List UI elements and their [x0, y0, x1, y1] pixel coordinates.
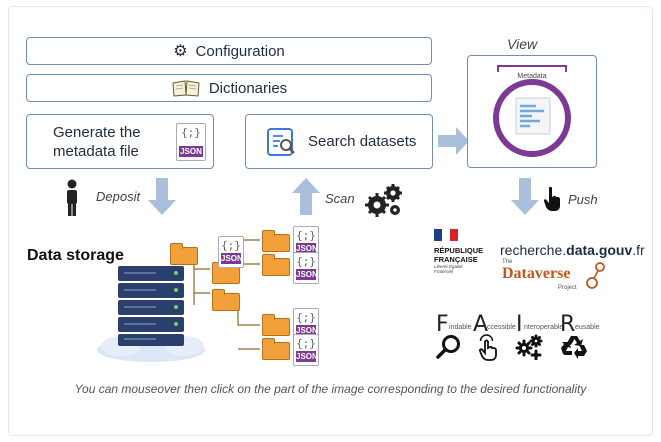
- republique-francaise-logo[interactable]: RÉPUBLIQUE FRANÇAISE Liberté Égalité Fra…: [434, 228, 498, 274]
- person-icon: [67, 179, 77, 216]
- dataverse-project: Project: [558, 285, 577, 291]
- fair-principles[interactable]: F indable A ccessible I nteroperable R e…: [436, 312, 606, 362]
- push-label: Push: [568, 192, 598, 207]
- arrow-down-deposit: [148, 178, 176, 215]
- interoperable-gears-icon: [515, 334, 543, 360]
- scan-label: Scan: [325, 191, 355, 206]
- folder-icon: [170, 243, 198, 265]
- republique-motto: Liberté Égalité Fraternité: [434, 264, 463, 274]
- generate-metadata-button[interactable]: Generate the metadata file {;} JSON: [26, 114, 214, 169]
- view-label: View: [507, 36, 538, 52]
- folder-icon: [262, 338, 290, 360]
- dataverse-the: The: [502, 259, 513, 265]
- dataverse-mark-icon: [586, 262, 605, 289]
- json-file-icon: {;} JSON: [293, 334, 319, 366]
- json-file-icon: {;} JSON: [293, 252, 319, 284]
- fair-f-letter: F: [436, 312, 449, 337]
- recherche-prefix: recherche.: [500, 242, 567, 258]
- configuration-button[interactable]: ⚙ Configuration: [26, 37, 432, 65]
- arrow-up-scan: [292, 178, 320, 215]
- touch-hand-icon: [479, 334, 497, 361]
- generate-label-line1: Generate the: [53, 123, 141, 141]
- view-button[interactable]: Metadata: [467, 55, 597, 168]
- french-flag-icon: [434, 229, 458, 241]
- folder-icon: [212, 289, 240, 311]
- fair-r-letter: R: [560, 312, 576, 337]
- search-datasets-button[interactable]: Search datasets: [245, 114, 433, 169]
- configuration-label: Configuration: [195, 42, 285, 60]
- folder-icon: [262, 230, 290, 252]
- recherche-bold: data.gouv: [566, 242, 633, 258]
- fair-a-letter: A: [473, 312, 489, 337]
- metadata-view-icon: [493, 64, 571, 157]
- recherche-suffix: .fr: [632, 242, 645, 258]
- pointer-hand-icon: [543, 186, 560, 211]
- search-datasets-label: Search datasets: [308, 133, 417, 150]
- server-icon[interactable]: [96, 264, 206, 364]
- folder-icon: [262, 314, 290, 336]
- caption: You can mouseover then click on the part…: [74, 382, 587, 396]
- dictionaries-button[interactable]: Dictionaries: [26, 74, 432, 102]
- data-storage-label: Data storage: [27, 247, 124, 264]
- fair-i-sub: nteroperable: [524, 324, 564, 331]
- folder-icon: [262, 254, 290, 276]
- metadata-panel-label: Metadata: [517, 73, 547, 80]
- fair-a-sub: ccessible: [487, 324, 516, 331]
- recycle-icon: [561, 336, 587, 359]
- republique-line2: FRANÇAISE: [434, 255, 478, 264]
- magnifier-icon: [436, 335, 460, 359]
- json-file-icon: {;} JSON: [176, 123, 206, 161]
- recherche-data-gouv-logo[interactable]: recherche.data.gouv.fr: [500, 242, 645, 258]
- arrow-right: [438, 127, 469, 155]
- dataverse-logo[interactable]: The Dataverse Project: [500, 259, 610, 295]
- book-icon: [172, 80, 200, 97]
- search-doc-icon: [267, 127, 295, 156]
- arrow-down-push: [511, 178, 539, 215]
- gears-icon: [365, 184, 402, 217]
- gear-icon: ⚙: [173, 43, 188, 60]
- dataverse-name: Dataverse: [502, 265, 571, 282]
- fair-i-letter: I: [516, 312, 523, 337]
- json-file-icon: {;} JSON: [218, 236, 244, 268]
- fair-f-sub: indable: [449, 324, 472, 331]
- generate-label-line2: metadata file: [53, 142, 139, 160]
- deposit-label: Deposit: [96, 189, 141, 204]
- fair-r-sub: eusable: [575, 324, 600, 331]
- dictionaries-label: Dictionaries: [208, 79, 288, 97]
- folder-icon: [212, 262, 240, 284]
- republique-line1: RÉPUBLIQUE: [434, 246, 484, 255]
